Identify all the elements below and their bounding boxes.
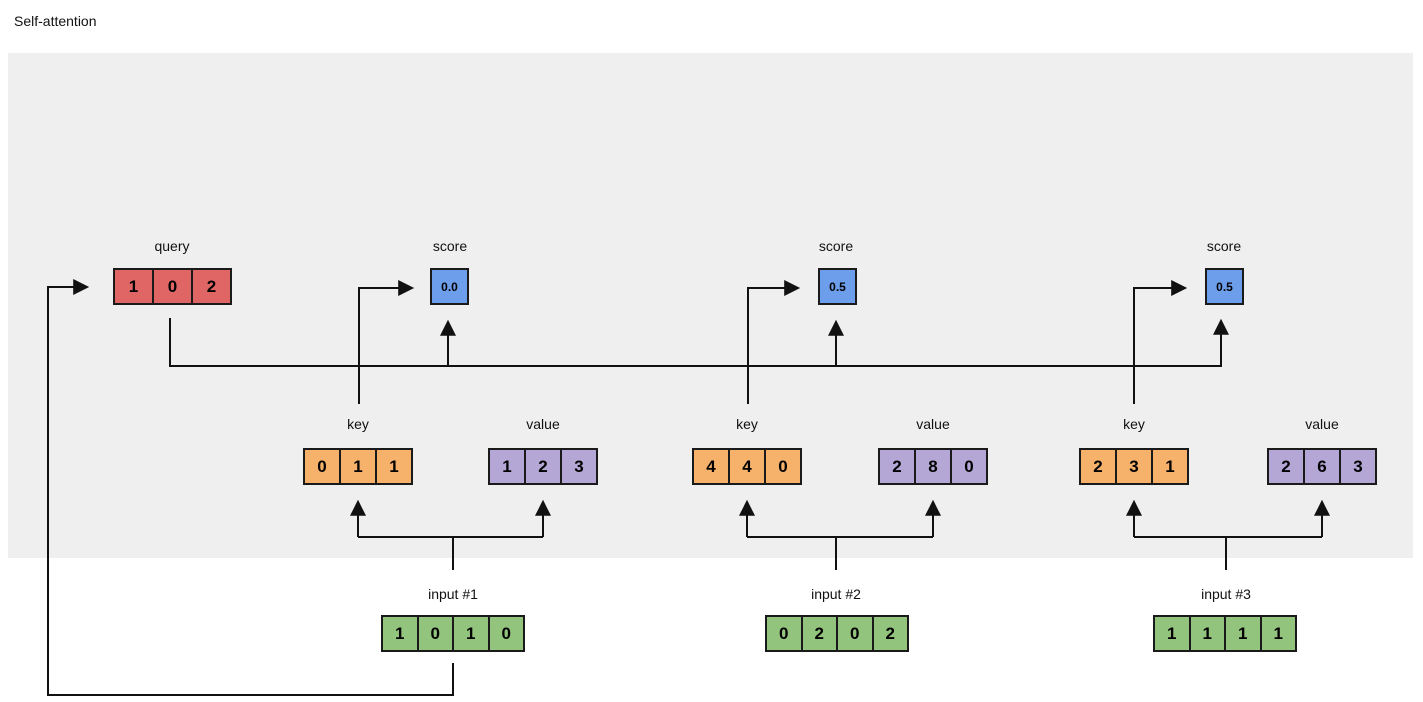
key-cell: 0: [764, 448, 802, 485]
score2-label: score: [818, 238, 854, 254]
input-cell: 1: [1224, 615, 1262, 652]
score3-label: score: [1206, 238, 1242, 254]
input-cell: 1: [1188, 615, 1226, 652]
query-cell: 1: [113, 268, 154, 305]
value-cell: 8: [914, 448, 952, 485]
score1-box: 0.0: [430, 268, 469, 305]
input-cell: 2: [871, 615, 909, 652]
key-cell: 4: [692, 448, 730, 485]
key3-label: key: [1123, 416, 1145, 432]
value-cell: 2: [524, 448, 562, 485]
score1-label: score: [432, 238, 468, 254]
query-cell: 0: [152, 268, 193, 305]
key1-label: key: [347, 416, 369, 432]
input-cell: 0: [765, 615, 803, 652]
value-cell: 3: [560, 448, 598, 485]
input2-label: input #2: [811, 586, 861, 602]
input-cell: 1: [1259, 615, 1297, 652]
input1-label: input #1: [428, 586, 478, 602]
input-cell: 1: [452, 615, 490, 652]
value1-label: value: [526, 416, 560, 432]
value-cell: 3: [1339, 448, 1377, 485]
value-cell: 2: [1267, 448, 1305, 485]
input-cell: 0: [416, 615, 454, 652]
value-cell: 1: [488, 448, 526, 485]
value3-label: value: [1305, 416, 1339, 432]
key-cell: 2: [1079, 448, 1117, 485]
query-label: query: [154, 238, 190, 254]
input-cell: 1: [1153, 615, 1191, 652]
input3-label: input #3: [1201, 586, 1251, 602]
input-cell: 1: [381, 615, 419, 652]
score2-box: 0.5: [818, 268, 857, 305]
input-cell: 0: [836, 615, 874, 652]
input-cell: 0: [487, 615, 525, 652]
diagram-title: Self-attention: [14, 13, 97, 29]
value-cell: 2: [878, 448, 916, 485]
key-cell: 3: [1115, 448, 1153, 485]
value2-label: value: [916, 416, 950, 432]
key-cell: 1: [375, 448, 413, 485]
score3-box: 0.5: [1205, 268, 1244, 305]
key-cell: 0: [303, 448, 341, 485]
value-cell: 0: [950, 448, 988, 485]
key2-label: key: [736, 416, 758, 432]
key-cell: 1: [1151, 448, 1189, 485]
key-cell: 1: [339, 448, 377, 485]
input-cell: 2: [800, 615, 838, 652]
query-cell: 2: [191, 268, 232, 305]
key-cell: 4: [728, 448, 766, 485]
value-cell: 6: [1303, 448, 1341, 485]
